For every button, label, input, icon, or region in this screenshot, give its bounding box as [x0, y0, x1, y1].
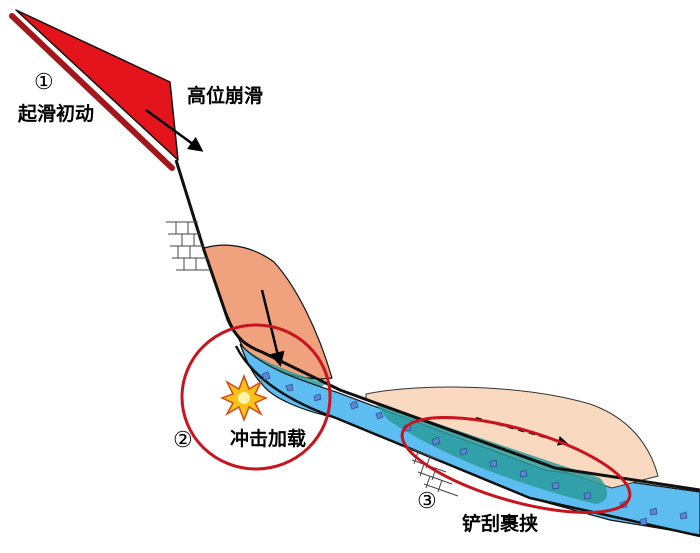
- stage-label-high-collapse: 高位崩滑: [187, 85, 264, 107]
- stage-label-impact-loading: 冲击加载: [230, 428, 307, 450]
- bedrock-hatch-upper: [166, 221, 210, 271]
- stage-label-scraping-entrainment: 铲刮裹挟: [462, 513, 539, 535]
- explosion-icon: [220, 373, 268, 423]
- channel-base: [234, 345, 700, 538]
- highlight-ring-entrainment: [400, 416, 632, 514]
- highlight-ring-impact: [180, 323, 332, 471]
- entrained-layer: [374, 402, 608, 504]
- stage-marker-1: ①: [34, 70, 54, 95]
- motion-arrow-high: [145, 108, 204, 152]
- stage-label-initial-slide: 起滑初动: [18, 103, 95, 125]
- debris-clasts: [261, 371, 688, 526]
- slide-mass: [15, 9, 179, 161]
- stage-marker-3: ③: [417, 489, 437, 514]
- stage-marker-2: ②: [173, 428, 193, 453]
- slope-profile: [174, 159, 700, 492]
- sliding-plane: [9, 13, 175, 171]
